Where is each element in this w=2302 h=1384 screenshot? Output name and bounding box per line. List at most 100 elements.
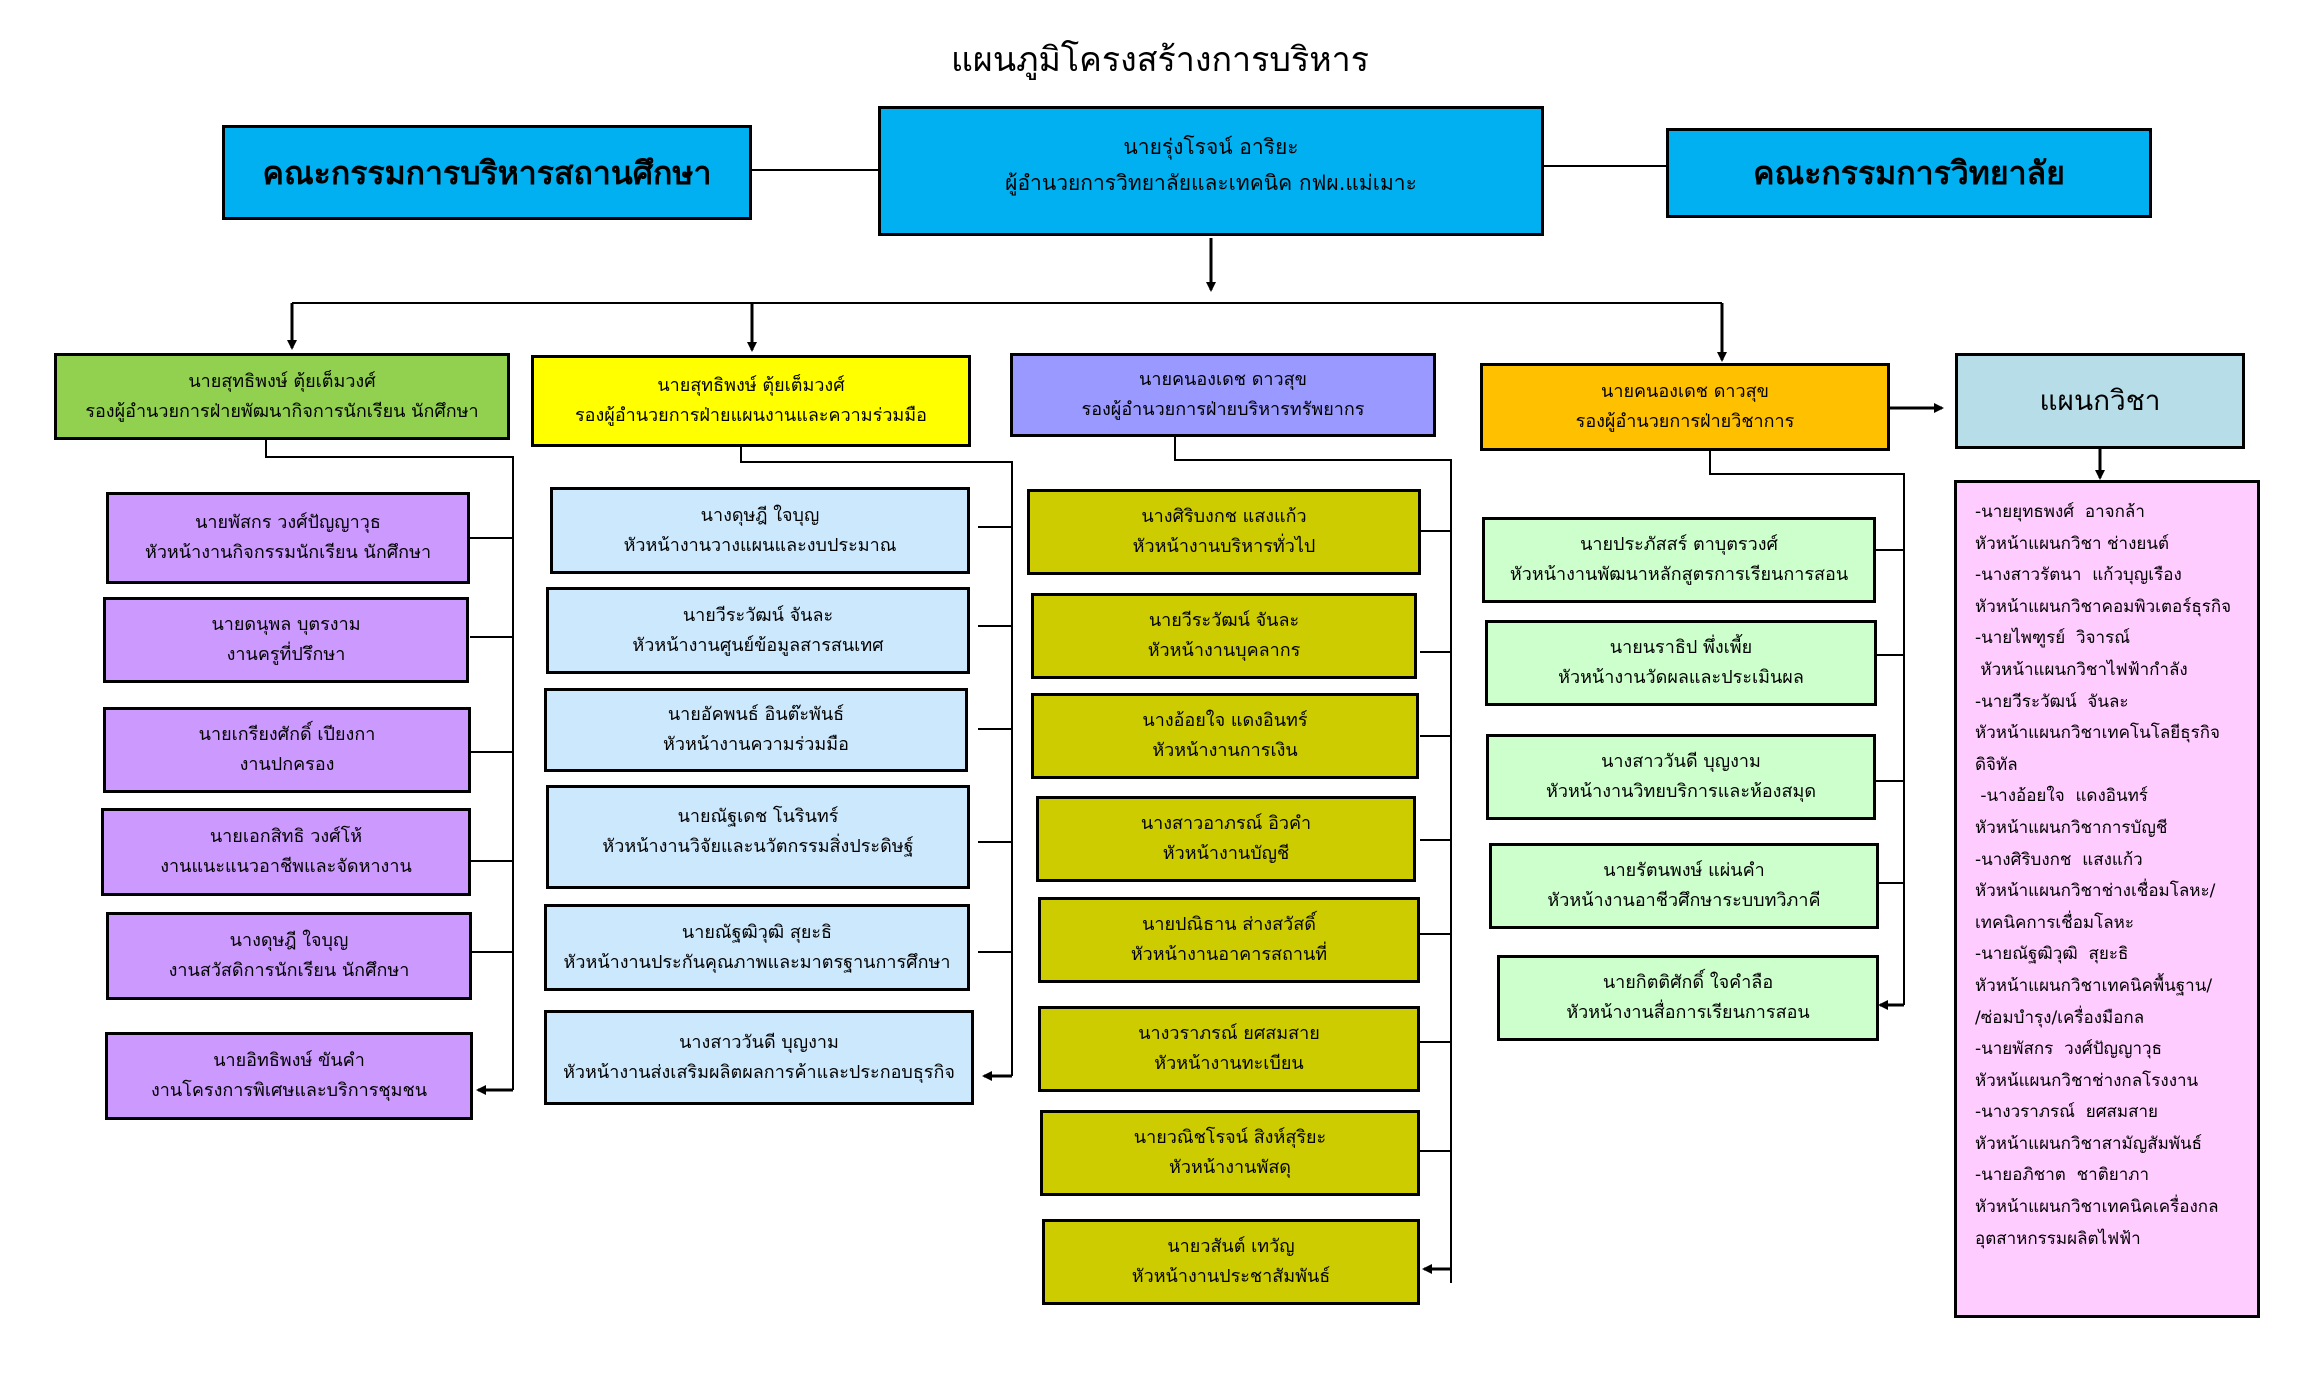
unit-title: หัวหน้างานทะเบียน <box>1154 1053 1304 1074</box>
department-head-title: หัวหน้าแผนกวิชาเทคนิคพื้นฐาน/ <box>1975 975 2213 996</box>
department-head-name: -นางอ้อยใจ แดงอินทร์ <box>1975 786 2148 807</box>
unit-box[interactable]: นางดุษฎี ใจบุญ งานสวัสดิการนักเรียน นักศ… <box>106 912 472 1000</box>
unit-name: นางดุษฎี ใจบุญ <box>700 504 820 526</box>
college-board-label: คณะกรรมการวิทยาลัย <box>1753 154 2065 192</box>
unit-box[interactable]: นางสาววันดี บุญงาม หัวหน้างานวิทยบริการแ… <box>1486 734 1876 820</box>
unit-box[interactable]: นายวณิชโรจน์ สิงห์สุริยะ หัวหน้างานพัสดุ <box>1040 1110 1420 1196</box>
unit-box[interactable]: นายอิทธิพงษ์ ขันคำ งานโครงการพิเศษและบริ… <box>105 1032 473 1120</box>
unit-title: หัวหน้างานบัญชี <box>1162 843 1290 864</box>
unit-title: หัวหน้างานพัสดุ <box>1169 1157 1291 1178</box>
unit-name: นางอ้อยใจ แดงอินทร์ <box>1142 710 1308 731</box>
unit-box[interactable]: นายณัฐเดช โนรินทร์ หัวหน้างานวิจัยและนวั… <box>546 785 970 889</box>
unit-box[interactable]: นายวสันต์ เทวัญ หัวหน้างานประชาสัมพันธ์ <box>1042 1219 1420 1305</box>
department-head-name: -นายพัสกร วงศ์ปัญญาวุธ <box>1975 1039 2162 1060</box>
unit-box[interactable]: นายอัคพนธ์ อินต๊ะพันธ์ หัวหน้างานความร่ว… <box>544 688 968 772</box>
unit-name: นายพัสกร วงศ์ปัญญาวุธ <box>195 512 381 533</box>
division-head-title: รองผู้อำนวยการฝ่ายแผนงานและความร่วมมือ <box>575 405 927 426</box>
department-head-name: -นายไพฑูรย์ วิจารณ์ <box>1975 628 2130 649</box>
unit-title: หัวหน้างานวิจัยและนวัตกรรมสิ่งประดิษฐ์ <box>602 836 914 857</box>
unit-name: นายนราธิป พึ่งเพี้ย <box>1609 637 1753 658</box>
unit-box[interactable]: นายกิตติศักดิ์ ใจคำลือ หัวหน้างานสื่อการ… <box>1497 955 1879 1041</box>
unit-name: นางดุษฎี ใจบุญ <box>229 930 349 951</box>
unit-box[interactable]: นางอ้อยใจ แดงอินทร์ หัวหน้างานการเงิน <box>1031 693 1419 779</box>
division-head-name: นายสุทธิพงษ์ ตุ้ยเต็มวงศ์ <box>188 370 376 392</box>
unit-box[interactable]: นายปณิธาน ส่างสวัสดิ์ หัวหน้างานอาคารสถา… <box>1038 897 1420 983</box>
unit-box[interactable]: นางสาวอาภรณ์ อิวคำ หัวหน้างานบัญชี <box>1036 796 1416 882</box>
department-head-title: หัวหน้แผนกวิชาช่างกลโรงงาน <box>1975 1070 2199 1091</box>
unit-box[interactable]: นายนราธิป พึ่งเพี้ย หัวหน้างานวัดผลและปร… <box>1485 620 1877 706</box>
unit-box[interactable]: นายประภัสสร์ ตาบุตรวงศ์ หัวหน้างานพัฒนาห… <box>1482 517 1876 603</box>
school-board-label: คณะกรรมการบริหารสถานศึกษา <box>262 153 712 192</box>
director-box[interactable]: นายรุ่งโรจน์ อาริยะ ผู้อำนวยการวิทยาลัยแ… <box>878 106 1544 236</box>
unit-name: นายณัฐฒิวุฒิ สุยะธิ <box>681 921 833 943</box>
department-head-name: -นายอภิชาต ชาติยาภา <box>1975 1165 2149 1186</box>
unit-box[interactable]: นางวราภรณ์ ยศสมสาย หัวหน้างานทะเบียน <box>1038 1006 1420 1092</box>
department-head-name: -นางสาวรัตนา แก้วบุญเรือง <box>1975 565 2182 586</box>
unit-box[interactable]: นางดุษฎี ใจบุญ หัวหน้างานวางแผนและงบประม… <box>550 487 970 574</box>
unit-title: หัวหน้างานวางแผนและงบประมาณ <box>623 534 897 556</box>
division-head-title: รองผู้อำนวยการฝ่ายบริหารทรัพยากร <box>1081 399 1365 420</box>
unit-name: นายเกรียงศักดิ์ เปียงกา <box>198 724 376 745</box>
unit-name: นายวีระวัฒน์ จันละ <box>682 604 834 626</box>
unit-title: หัวหน้างานประชาสัมพันธ์ <box>1131 1266 1331 1287</box>
unit-name: นายวณิชโรจน์ สิงห์สุริยะ <box>1133 1127 1327 1148</box>
unit-name: นายอัคพนธ์ อินต๊ะพันธ์ <box>667 704 845 725</box>
unit-name: นายกิตติศักดิ์ ใจคำลือ <box>1602 972 1774 993</box>
department-head-title: หัวหน้าแผนกวิชา ช่างยนต์ <box>1975 533 2169 554</box>
unit-name: นางสาววันดี บุญงาม <box>1601 751 1761 772</box>
department-head-title: ดิจิทัล <box>1975 754 2018 775</box>
division-head-student-affairs[interactable]: นายสุทธิพงษ์ ตุ้ยเต็มวงศ์ รองผู้อำนวยการ… <box>54 353 510 440</box>
division-head-name: นายสุทธิพงษ์ ตุ้ยเต็มวงศ์ <box>657 375 845 396</box>
unit-box[interactable]: นายดนุพล บุตรงาม งานครูที่ปรึกษา <box>103 597 469 683</box>
department-head-title: หัวหน้าแผนกวิชาไฟฟ้ากำลัง <box>1975 659 2188 680</box>
department-head-title: /ซ่อมบำรุง/เครื่องมือกล <box>1975 1007 2145 1028</box>
unit-name: นายอิทธิพงษ์ ขันคำ <box>213 1050 365 1071</box>
unit-box[interactable]: นายวีระวัฒน์ จันละ หัวหน้างานศูนย์ข้อมูล… <box>546 587 970 674</box>
college-board-box[interactable]: คณะกรรมการวิทยาลัย <box>1666 128 2152 218</box>
department-head-name: -นางวราภรณ์ ยศสมสาย <box>1975 1102 2158 1123</box>
division-head-name: นายคนองเดช ดาวสุข <box>1139 369 1307 390</box>
department-head-title: อุตสาหกรรมผลิตไฟฟ้า <box>1975 1228 2141 1249</box>
unit-name: นายรัตนพงษ์ แผ่นคำ <box>1603 860 1765 881</box>
unit-name: นายณัฐเดช โนรินทร์ <box>677 806 839 827</box>
unit-title: หัวหน้างานส่งเสริมผลิตผลการค้าและประกอบธ… <box>563 1061 955 1083</box>
unit-title: หัวหน้างานวิทยบริการและห้องสมุด <box>1545 781 1817 802</box>
division-head-name: นายคนองเดช ดาวสุข <box>1601 381 1769 402</box>
unit-name: นายดนุพล บุตรงาม <box>211 614 361 635</box>
unit-box[interactable]: นายเอกสิทธิ วงศ์โห้ งานแนะแนวอาชีพและจัด… <box>101 808 471 896</box>
unit-box[interactable]: นางสาววันดี บุญงาม หัวหน้างานส่งเสริมผลิ… <box>544 1010 974 1105</box>
department-head-name: -นางศิริบงกช แสงแก้ว <box>1975 849 2143 870</box>
department-head-name: -นายณัฐฒิวุฒิ สุยะธิ <box>1975 944 2129 965</box>
unit-box[interactable]: นายณัฐฒิวุฒิ สุยะธิ หัวหน้างานประกันคุณภ… <box>544 904 970 991</box>
departments-header-box[interactable]: แผนกวิชา <box>1955 353 2245 449</box>
unit-title: งานปกครอง <box>239 754 335 775</box>
unit-name: นางวราภรณ์ ยศสมสาย <box>1138 1023 1320 1044</box>
unit-name: นางศิริบงกช แสงแก้ว <box>1141 506 1307 527</box>
department-head-title: หัวหน้าแผนกวิชาเทคนิคเครื่องกล <box>1975 1197 2219 1218</box>
department-head-title: หัวหน้าแผนกวิชาคอมพิวเตอร์ธุรกิจ <box>1975 596 2232 617</box>
unit-name: นางสาวอาภรณ์ อิวคำ <box>1140 813 1312 834</box>
unit-name: นายเอกสิทธิ วงศ์โห้ <box>209 826 363 847</box>
division-head-resources[interactable]: นายคนองเดช ดาวสุข รองผู้อำนวยการฝ่ายบริห… <box>1010 353 1436 437</box>
department-head-title: หัวหน้าแผนกวิชาเทคโนโลยีธุรกิจ <box>1975 723 2220 744</box>
unit-name: นายวีระวัฒน์ จันละ <box>1148 610 1300 631</box>
unit-title: งานสวัสดิการนักเรียน นักศึกษา <box>168 960 410 981</box>
unit-title: หัวหน้างานบุคลากร <box>1147 640 1301 661</box>
unit-box[interactable]: นายรัตนพงษ์ แผ่นคำ หัวหน้างานอาชีวศึกษาร… <box>1489 843 1879 929</box>
school-board-box[interactable]: คณะกรรมการบริหารสถานศึกษา <box>222 125 752 220</box>
unit-box[interactable]: นายพัสกร วงศ์ปัญญาวุธ หัวหน้างานกิจกรรมน… <box>106 492 470 584</box>
unit-title: หัวหน้างานศูนย์ข้อมูลสารสนเทศ <box>632 634 884 656</box>
division-head-planning[interactable]: นายสุทธิพงษ์ ตุ้ยเต็มวงศ์ รองผู้อำนวยการ… <box>531 355 971 447</box>
unit-title: หัวหน้างานประกันคุณภาพและมาตรฐานการศึกษา <box>563 951 951 973</box>
division-head-title: รองผู้อำนวยการฝ่ายพัฒนากิจการนักเรียน นั… <box>85 400 479 422</box>
division-head-academic[interactable]: นายคนองเดช ดาวสุข รองผู้อำนวยการฝ่ายวิชา… <box>1480 363 1890 451</box>
unit-name: นายประภัสสร์ ตาบุตรวงศ์ <box>1580 534 1778 555</box>
unit-title: งานแนะแนวอาชีพและจัดหางาน <box>160 856 412 877</box>
unit-box[interactable]: นางศิริบงกช แสงแก้ว หัวหน้างานบริหารทั่ว… <box>1027 489 1421 575</box>
unit-box[interactable]: นายวีระวัฒน์ จันละ หัวหน้างานบุคลากร <box>1031 593 1417 679</box>
chart-title: แผนภูมิโครงสร้างการบริหาร <box>950 40 1370 80</box>
unit-box[interactable]: นายเกรียงศักดิ์ เปียงกา งานปกครอง <box>103 707 471 793</box>
director-name: นายรุ่งโรจน์ อาริยะ <box>1123 135 1299 159</box>
department-head-name: -นายวีระวัฒน์ จันละ <box>1975 691 2129 712</box>
unit-title: งานโครงการพิเศษและบริการชุมชน <box>150 1080 428 1101</box>
